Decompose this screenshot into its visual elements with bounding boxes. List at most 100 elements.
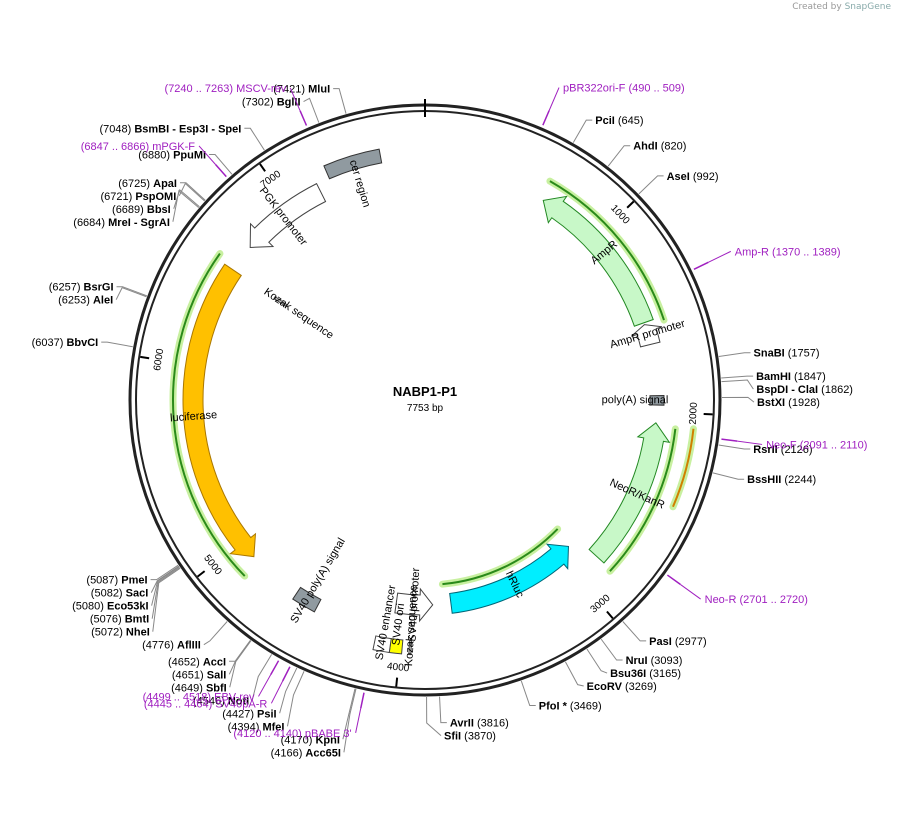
site-coord: (992) — [693, 171, 719, 183]
site-coord: (6257) — [49, 282, 84, 294]
site-name: AseI — [667, 171, 693, 183]
site-coord: (4166) — [271, 747, 306, 759]
site-name: PpuMI — [173, 150, 206, 162]
site-name: PasI — [649, 636, 675, 648]
credit: Created by SnapGene — [792, 2, 891, 12]
site-coord: (645) — [618, 115, 644, 127]
site-name: NotI — [228, 695, 249, 707]
site-coord: (4546) — [193, 695, 228, 707]
site-coord: (6721) — [100, 191, 135, 203]
feature-ampr — [542, 195, 654, 327]
site-label: RsrII (2126) — [753, 444, 812, 456]
feature-track — [549, 180, 665, 321]
site-coord: (5080) — [72, 601, 107, 613]
site-label: EcoRV (3269) — [587, 681, 657, 693]
site-name: PsiI — [257, 708, 277, 720]
feature-track — [672, 428, 695, 508]
site-label: (4427) PsiI — [222, 708, 276, 720]
site-name: RsrII — [753, 444, 781, 456]
feature-poly-a-signal — [649, 394, 665, 406]
site-coord: (5087) — [86, 575, 121, 587]
site-name: NruI — [626, 655, 651, 667]
feature-neor-kanr — [588, 422, 671, 564]
site-leader — [342, 688, 356, 740]
site-coord: (4394) — [228, 721, 263, 733]
site-coord: (5076) — [90, 614, 125, 626]
site-name: AccI — [203, 656, 226, 668]
primer-marker — [721, 438, 738, 442]
tick-mark — [196, 570, 206, 578]
site-name: BamHI — [756, 371, 794, 383]
site-label: (6257) BsrGI — [49, 282, 114, 294]
site-label: (7048) BsmBI - Esp3I - SpeI — [99, 123, 241, 135]
site-leader — [343, 688, 357, 753]
site-coord: (5082) — [91, 588, 126, 600]
primer-leader — [680, 584, 701, 600]
site-label: (4546) NotI — [193, 695, 249, 707]
primer-label: Amp-R (1370 .. 1389) — [735, 246, 841, 258]
feature-sv40-promoter — [394, 587, 434, 623]
tick-mark — [140, 355, 150, 360]
snapgene-logo: SnapGene — [844, 2, 891, 12]
site-name: MfeI — [262, 721, 284, 733]
site-leader — [712, 472, 745, 480]
primer-marker — [542, 110, 550, 126]
site-label: BssHII (2244) — [747, 474, 816, 486]
site-leader — [172, 189, 200, 222]
feature-label: Kozak sequence — [403, 585, 420, 667]
site-coord: (1928) — [788, 397, 820, 409]
site-label: BspDI - ClaI (1862) — [756, 384, 853, 396]
site-coord: (6725) — [118, 178, 153, 190]
site-leader — [718, 352, 751, 358]
site-name: Bsu36I — [610, 668, 649, 680]
site-label: BamHI (1847) — [756, 371, 826, 383]
primer-leader — [737, 440, 763, 445]
site-label: SfiI (3870) — [444, 731, 496, 743]
site-label: (4649) SbfI — [171, 682, 227, 694]
site-leader — [520, 680, 536, 707]
site-label: (4652) AccI — [168, 656, 226, 668]
primer-leader — [198, 145, 217, 165]
site-label: (4394) MfeI — [228, 721, 285, 733]
site-coord: (4776) — [142, 640, 177, 652]
site-leader — [251, 654, 273, 701]
site-coord: (4649) — [171, 682, 206, 694]
site-leader — [286, 671, 305, 727]
site-name: AhdI — [633, 141, 661, 153]
site-leader — [244, 127, 265, 151]
site-coord: (6689) — [112, 204, 147, 216]
site-coord: (3816) — [477, 718, 509, 730]
primer-label: (4445 .. 4464) SV40pA-R — [144, 698, 268, 710]
site-label: AvrII (3816) — [450, 718, 509, 730]
site-name: EcoRV — [587, 681, 625, 693]
primer-leader — [289, 87, 301, 112]
site-name: BbsI — [147, 204, 171, 216]
site-coord: (3469) — [570, 701, 602, 713]
primer-label: (6847 .. 6866) mPGK-F — [81, 141, 196, 153]
site-leader — [600, 638, 623, 661]
site-coord: (6253) — [58, 295, 93, 307]
tick-mark — [626, 200, 635, 209]
site-label: (6725) ApaI — [118, 178, 177, 190]
site-leader — [303, 97, 320, 123]
site-label: (6689) BbsI — [112, 204, 171, 216]
site-name: SalI — [207, 669, 227, 681]
site-coord: (4652) — [168, 656, 203, 668]
site-name: BspDI - ClaI — [756, 384, 821, 396]
site-leader — [607, 145, 631, 167]
site-name: PfoI * — [539, 701, 570, 713]
site-label: PfoI * (3469) — [539, 701, 602, 713]
site-coord: (3165) — [649, 668, 681, 680]
site-coord: (2244) — [784, 474, 816, 486]
primer-marker — [299, 110, 308, 126]
primer-label: (4499 .. 4518) EBV-rev — [143, 691, 255, 703]
site-label: AseI (992) — [667, 171, 719, 183]
feature-pgk-promoter — [249, 182, 327, 248]
site-leader — [622, 621, 647, 642]
site-leader — [229, 639, 251, 662]
site-label: (5082) SacI — [91, 588, 149, 600]
site-leader — [279, 667, 298, 714]
site-leader — [586, 648, 608, 674]
